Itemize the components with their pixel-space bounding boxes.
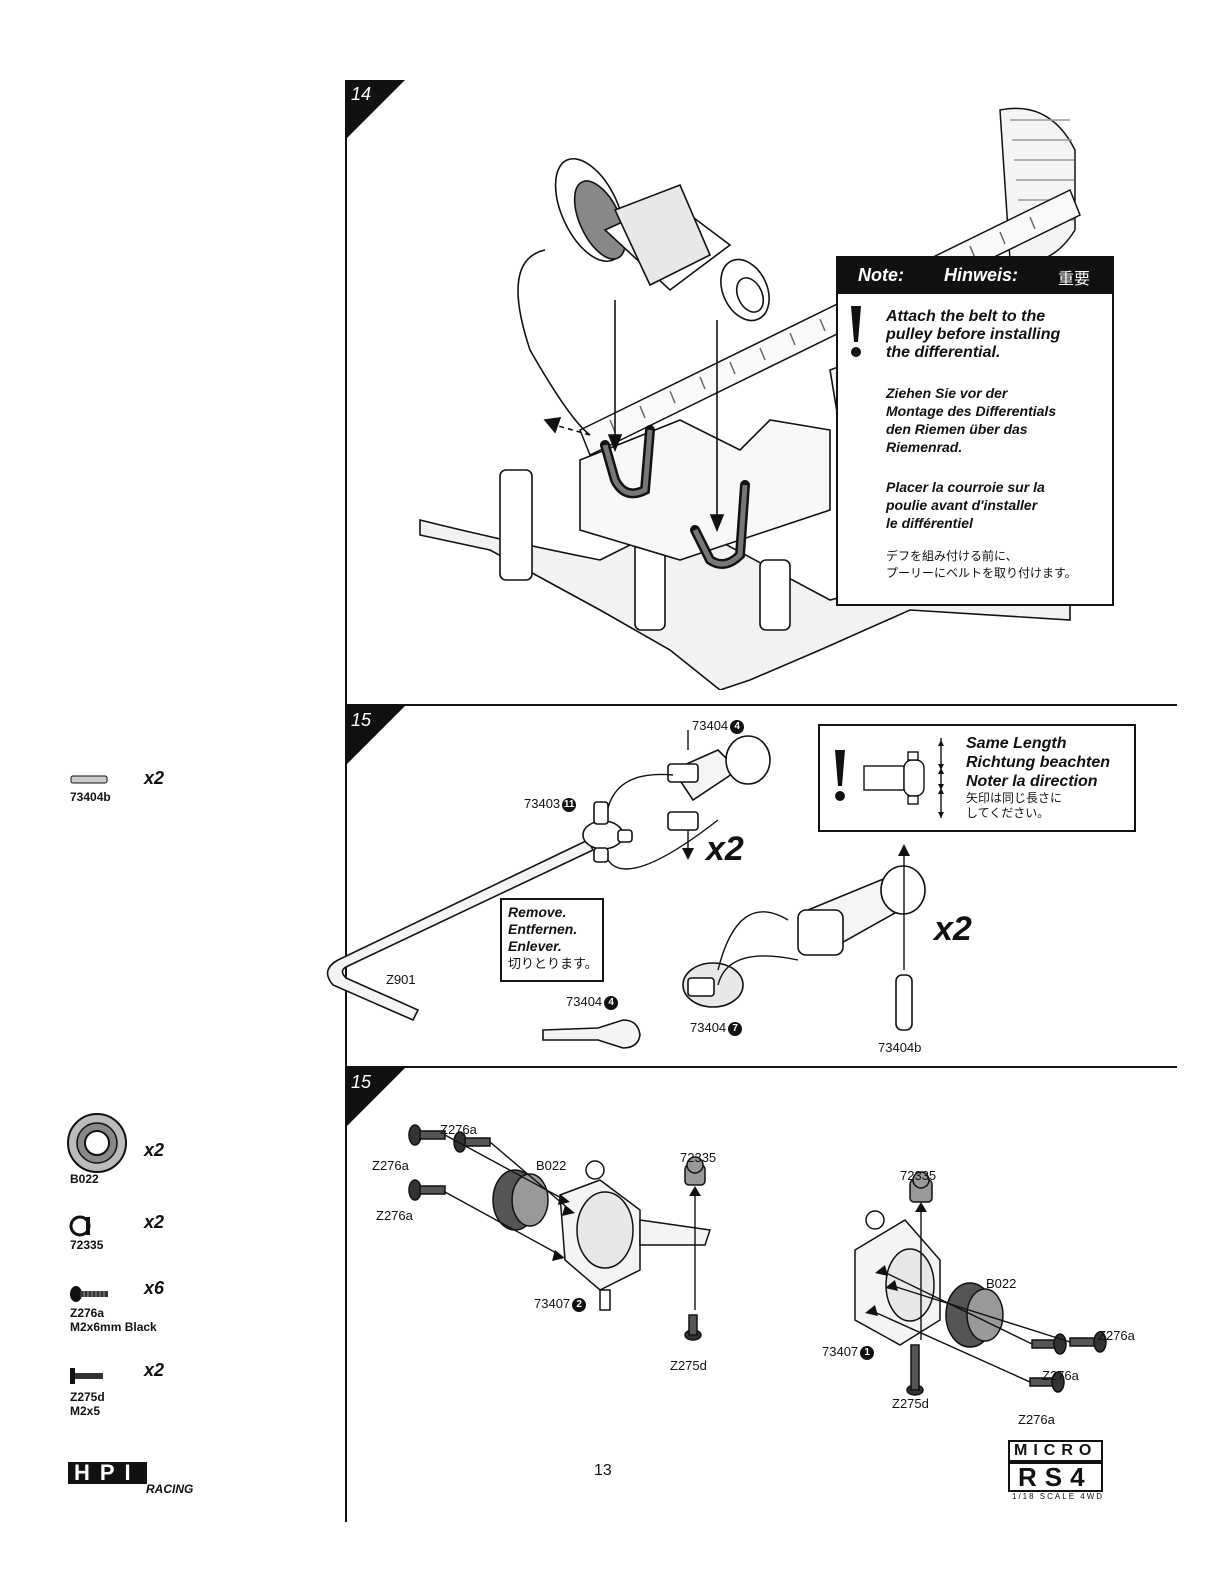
part-label: Z276a xyxy=(376,1208,413,1223)
part-label: Z275d xyxy=(670,1358,707,1373)
part-label: 72335 xyxy=(680,1150,717,1165)
part-qty: x6 xyxy=(144,1278,165,1298)
note-head-en: Note: xyxy=(858,265,904,285)
bearing-icon xyxy=(67,1113,127,1173)
part-qty: x2 xyxy=(144,1140,165,1160)
section-divider-1 xyxy=(345,704,1177,706)
part-code: 73404b xyxy=(70,790,111,804)
quantity-label: x2 xyxy=(706,830,744,868)
part-code: Z275d xyxy=(70,1390,105,1404)
part-label: Z276a xyxy=(1018,1412,1055,1427)
part-spec: M2x5 xyxy=(70,1404,101,1418)
step-badge-15a: 15 xyxy=(345,706,405,766)
same-length-note: Same Length Richtung beachten Noter la d… xyxy=(818,724,1136,832)
note-head-de: Hinweis: xyxy=(944,265,1019,285)
part-label: B022 xyxy=(986,1276,1017,1291)
note-header: Note: Hinweis: 重要 xyxy=(838,258,1112,294)
cross-joint-direction-icon xyxy=(863,738,944,818)
part-qty: x2 xyxy=(144,768,165,788)
page-number: 13 xyxy=(594,1462,612,1479)
part-label: Z276a xyxy=(372,1158,409,1173)
step-badge-14: 14 xyxy=(345,80,405,140)
part-qty: x2 xyxy=(144,1360,165,1380)
screw-icon xyxy=(70,1368,103,1384)
step-badge-15b: 15 xyxy=(345,1068,405,1128)
part-qty: x2 xyxy=(144,1212,165,1232)
note-text-jp: デフを組み付ける前に、プーリーにベルトを取り付けます。 xyxy=(886,549,1077,580)
page-frame-vertical xyxy=(345,80,347,1522)
part-label: Z276a xyxy=(1098,1328,1135,1343)
section-divider-2 xyxy=(345,1066,1177,1068)
part-code: B022 xyxy=(70,1172,99,1186)
step15-axle-illustration xyxy=(326,730,926,1049)
part-label: Z275d xyxy=(892,1396,929,1411)
same-length-text: Same Length Richtung beachten Noter la d… xyxy=(966,735,1111,820)
warning-icon xyxy=(851,306,861,357)
remove-note: Remove. Entfernen. Enlever. 切りとります。 xyxy=(500,898,604,982)
note-head-jp: 重要 xyxy=(1058,271,1091,288)
ball-stud-icon xyxy=(69,1215,91,1237)
hpi-racing-logo: HPI RACING xyxy=(68,1462,224,1498)
step-number: 15 xyxy=(351,710,372,730)
screw-icon xyxy=(70,1286,108,1302)
remove-text: Remove. Entfernen. Enlever. 切りとります。 xyxy=(508,904,598,971)
pin-icon xyxy=(70,775,108,784)
part-label: Z276a xyxy=(1042,1368,1079,1383)
step15-hub-carrier-illustration xyxy=(408,1124,1107,1396)
part-spec: M2x6mm Black xyxy=(70,1320,157,1334)
warning-icon xyxy=(835,750,845,801)
part-label: Z901 xyxy=(386,972,416,987)
step-number: 14 xyxy=(351,84,372,104)
step-number: 15 xyxy=(351,1072,372,1092)
micro-rs4-logo: MICRO RS4 1/18 SCALE 4WD xyxy=(1008,1440,1144,1501)
part-label: B022 xyxy=(536,1158,567,1173)
part-code: Z276a xyxy=(70,1306,105,1320)
part-code: 72335 xyxy=(70,1238,104,1252)
part-label: 73404b xyxy=(878,1040,922,1055)
part-label: Z276a xyxy=(440,1122,477,1137)
part-label: 72335 xyxy=(900,1168,937,1183)
note-box: Note: Hinweis: 重要 Attach the belt to the… xyxy=(836,256,1114,606)
quantity-label: x2 xyxy=(934,910,972,948)
